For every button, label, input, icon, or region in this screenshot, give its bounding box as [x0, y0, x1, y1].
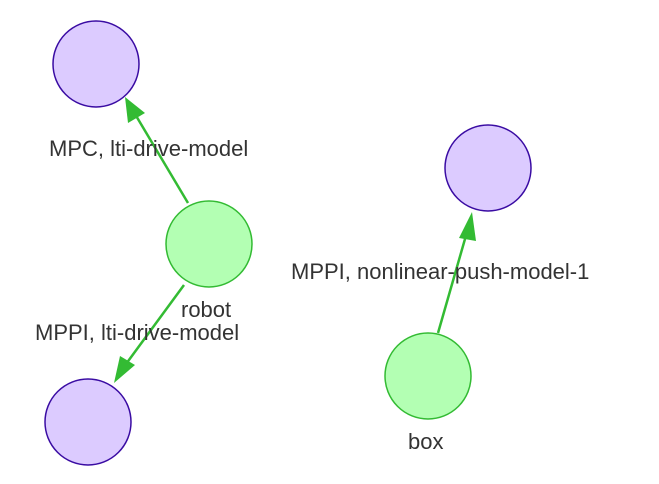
arrowhead	[125, 97, 145, 123]
edge-robot-to-bottom	[114, 284, 186, 383]
edge-box-to-target	[436, 212, 476, 334]
edge-label-box-to-target: MPPI, nonlinear-push-model-1	[291, 259, 589, 284]
arrowhead	[459, 212, 476, 241]
robot-target-top-node[interactable]	[52, 20, 140, 108]
box-node[interactable]	[384, 332, 472, 420]
arrowhead	[114, 356, 135, 383]
node-label-robot: robot	[181, 297, 231, 322]
edge-robot-to-top	[125, 97, 190, 204]
node-label-box: box	[408, 429, 443, 454]
edge-label-robot-to-top: MPC, lti-drive-model	[49, 136, 248, 161]
robot-target-bottom-node[interactable]	[44, 378, 132, 466]
robot-node[interactable]	[165, 200, 253, 288]
edge-label-robot-to-bottom: MPPI, lti-drive-model	[35, 320, 239, 345]
box-target-node[interactable]	[444, 124, 532, 212]
